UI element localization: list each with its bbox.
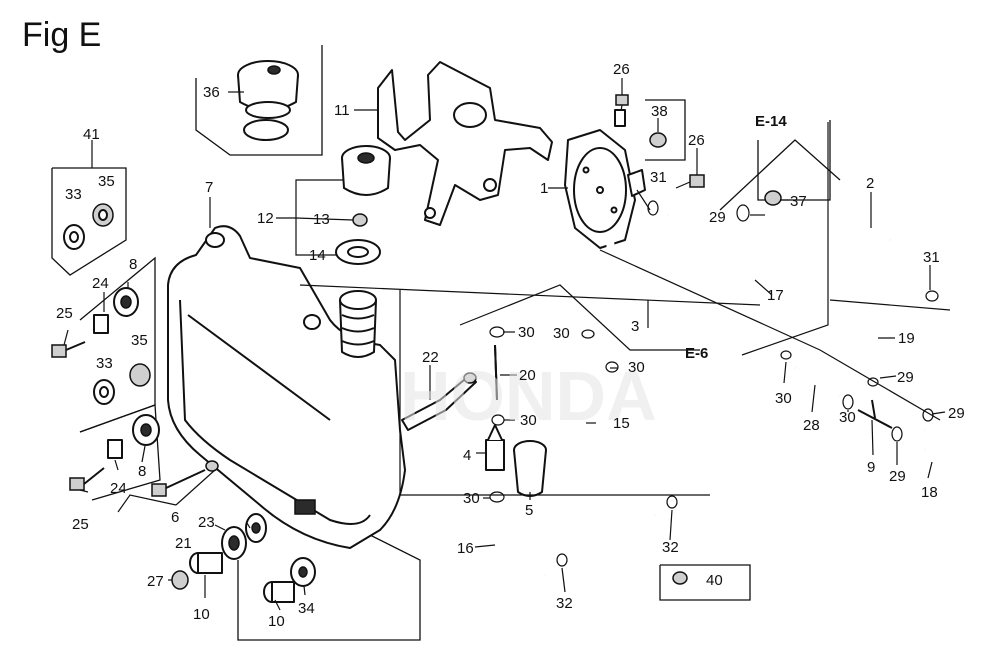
fuel-filter-4 [485,424,505,471]
callout-29-upper: 29 [709,209,726,226]
callout-26-lower: 26 [688,132,705,149]
nut-38 [649,132,667,148]
gasket-14 [335,239,381,265]
callout-30-a: 30 [518,324,535,341]
callout-32-lower: 32 [556,595,573,612]
callout-8-lower: 8 [138,463,146,480]
bushing-35-upper [92,203,114,227]
callout-32-right: 32 [662,539,679,556]
callout-8-upper: 8 [129,256,137,273]
callout-24-lower: 24 [110,480,127,497]
callout-4: 4 [463,447,471,464]
callout-2: 2 [866,175,874,192]
callout-25-upper: 25 [56,305,73,322]
watermark: HONDA [400,357,657,435]
strainer-5 [513,440,547,497]
callout-14: 14 [309,247,326,264]
callout-22: 22 [422,349,439,366]
callout-12: 12 [257,210,274,227]
spacer-10b [263,581,295,603]
callout-16: 16 [457,540,474,557]
strainer-cap-12 [341,145,391,196]
callout-30-d: 30 [520,412,537,429]
callout-34: 34 [298,600,315,617]
collar-24-upper [93,314,109,334]
fuel-valve-22 [401,372,477,431]
callout-13: 13 [313,211,330,228]
callout-23: 23 [198,514,215,531]
bolt-25-upper [51,341,86,358]
bolt-26b [675,174,705,189]
spacer-10a [189,552,223,574]
leader-lines [63,78,951,611]
callout-37: 37 [790,193,807,210]
callout-28: 28 [803,417,820,434]
callout-35-lower: 35 [131,332,148,349]
bolt-6 [151,460,219,497]
callout-33-upper: 33 [65,186,82,203]
callout-30-c: 30 [628,359,645,376]
figure-title: Fig E [22,16,101,54]
nut-27 [171,570,189,590]
bracket-11 [377,61,553,226]
callout-31-upper: 31 [650,169,667,186]
callout-1: 1 [540,180,548,197]
bushing-35-lower [129,363,151,387]
fuel-pump-1 [564,129,646,249]
fuel-cap-36 [237,60,299,141]
callout-21: 21 [175,535,192,552]
tee-9 [857,399,893,429]
group-frames [51,45,841,641]
callout-5: 5 [525,502,533,519]
callout-15: 15 [613,415,630,432]
callout-26-upper: 26 [613,61,630,78]
mount-8-lower [132,414,160,446]
callout-6: 6 [171,509,179,526]
callout-31-right: 31 [923,249,940,266]
callout-18: 18 [921,484,938,501]
callout-27: 27 [147,573,164,590]
callout-24-upper: 24 [92,275,109,292]
callout-25-lower: 25 [72,516,89,533]
callout-7: 7 [205,179,213,196]
collar-24-lower [107,439,123,459]
callout-9: 9 [867,459,875,476]
callout-35-upper: 35 [98,173,115,190]
callout-20: 20 [519,367,536,384]
washer-23 [245,513,267,543]
washer-34 [290,557,316,587]
bolt-26a [614,94,629,127]
callout-10b: 10 [268,613,285,630]
callout-30-f: 30 [775,390,792,407]
callout-3: 3 [631,318,639,335]
ref-e6: E-6 [685,345,708,362]
mount-21 [221,526,247,560]
callout-17: 17 [767,287,784,304]
callout-labels: 36 11 41 7 33 35 12 13 14 24 8 25 33 35 … [56,61,965,630]
callout-29-low: 29 [889,468,906,485]
callout-33-lower: 33 [96,355,113,372]
callout-36: 36 [203,84,220,101]
bolt-25-lower [69,467,105,491]
bushing-33-upper [63,224,85,250]
callout-41: 41 [83,126,100,143]
callout-38: 38 [651,103,668,120]
callout-29-mid: 29 [897,369,914,386]
callout-40: 40 [706,572,723,589]
callout-30-b: 30 [553,325,570,342]
ref-e14: E-14 [755,113,787,130]
fuel-tank-7 [167,225,406,549]
callout-30-e: 30 [463,490,480,507]
bushing-33-lower [93,379,115,405]
nut-13 [352,213,368,227]
callout-11: 11 [334,102,350,119]
mount-8-upper [113,287,139,317]
callout-29-right: 29 [948,405,965,422]
callout-30-g: 30 [839,409,856,426]
callout-19: 19 [898,330,915,347]
callout-10a: 10 [193,606,210,623]
nut-37 [764,190,782,206]
